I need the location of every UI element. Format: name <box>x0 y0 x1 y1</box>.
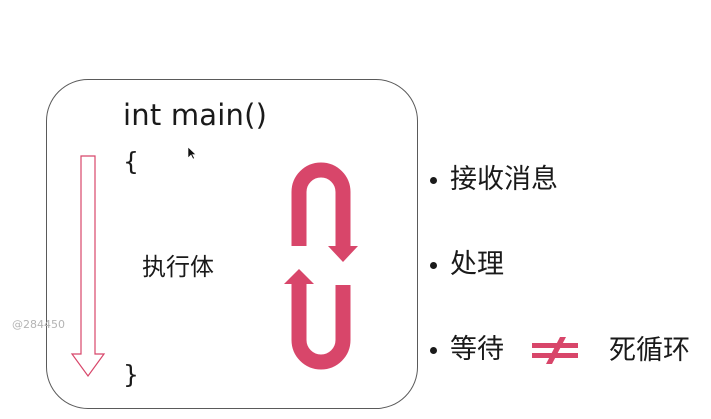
open-brace: { <box>123 147 139 176</box>
execution-body-label: 执行体 <box>142 253 214 281</box>
bullet-text: 处理 <box>450 249 504 280</box>
function-signature: int main() <box>123 98 268 132</box>
bullet-dot-icon <box>430 261 437 269</box>
watermark-text: @284450 <box>12 318 65 331</box>
loop-arrows-icon <box>284 162 358 370</box>
bullet-text: 等待 <box>450 334 504 365</box>
bullet-item-process: 处理 <box>430 248 504 282</box>
bullet-dot-icon <box>430 346 437 354</box>
bullet-dot-icon <box>430 176 437 184</box>
down-arrow-icon <box>70 155 106 378</box>
close-brace: } <box>123 360 139 389</box>
infinite-loop-label: 死循环 <box>609 335 690 366</box>
bullet-text: 接收消息 <box>450 164 558 195</box>
bullet-item-wait: 等待 <box>430 333 504 367</box>
not-equal-icon <box>532 337 578 364</box>
code-block-frame <box>46 79 418 409</box>
mouse-cursor-icon <box>187 146 197 160</box>
bullet-item-receive-message: 接收消息 <box>430 163 558 197</box>
